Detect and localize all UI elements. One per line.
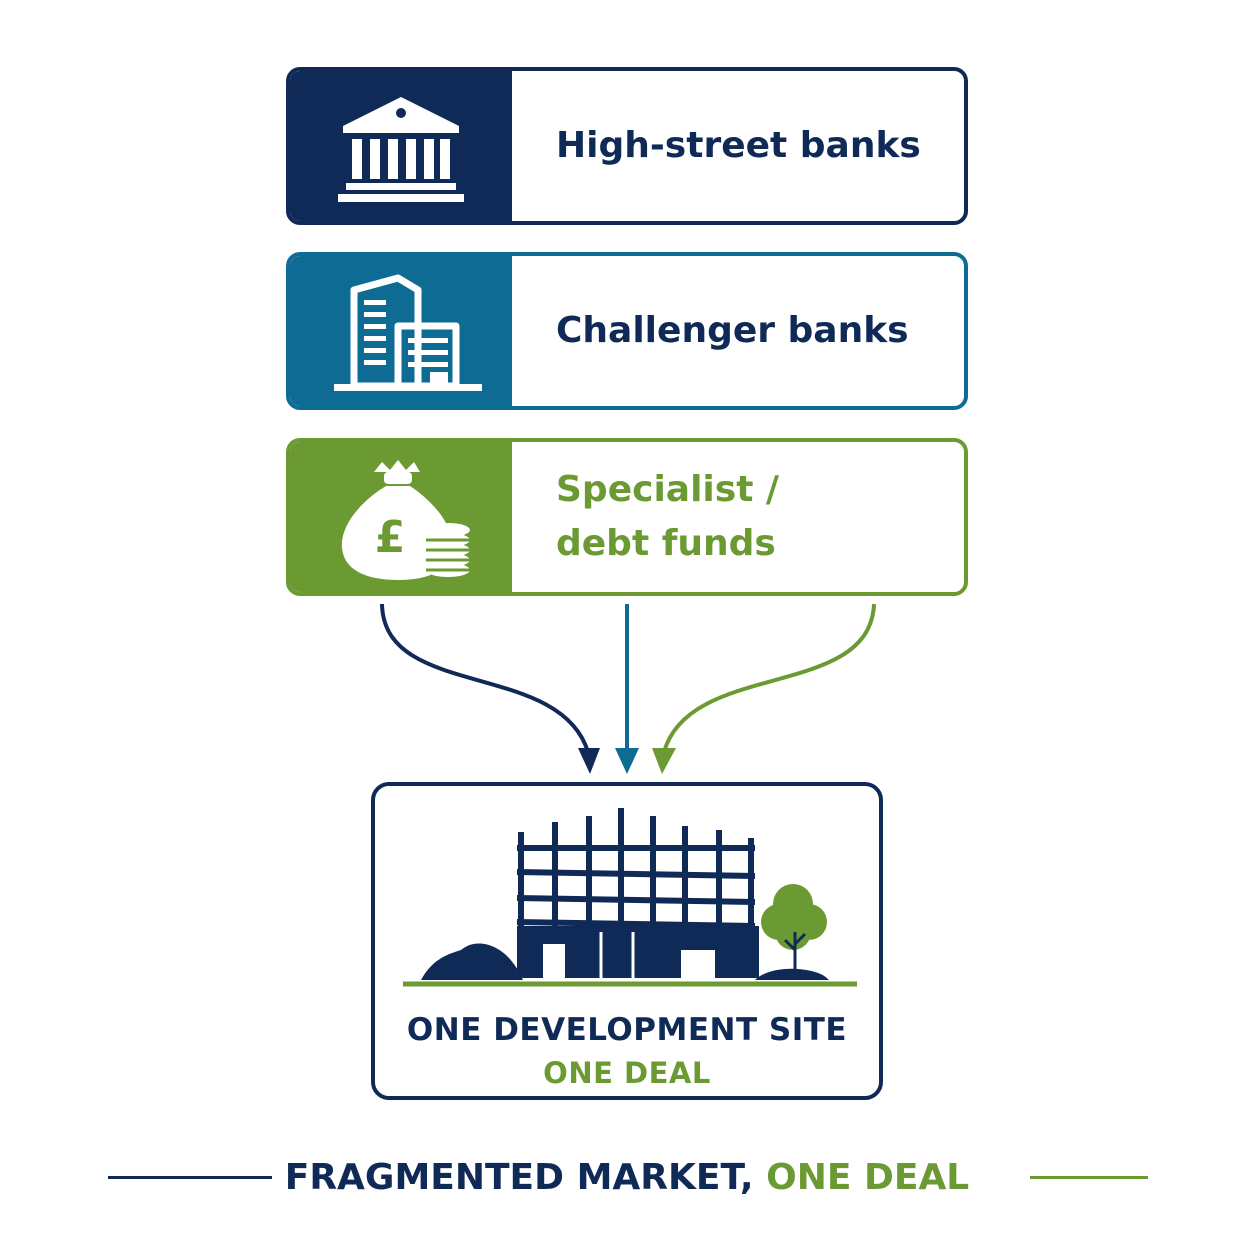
lender-icon-panel: £ (290, 442, 512, 592)
lender-box-specialist-debt-funds: £ Specialist / debt funds (286, 438, 968, 596)
lender-icon-panel (290, 256, 512, 406)
footer-rule-right (1030, 1176, 1148, 1179)
lender-icon-panel (290, 71, 512, 221)
arrow-specialist-debt-funds (662, 603, 876, 753)
lender-box-high-street-banks: High-street banks (286, 67, 968, 225)
arrowhead-navy (578, 748, 600, 774)
lender-label-line-1: Specialist / (556, 469, 780, 510)
lender-label: Challenger banks (556, 310, 909, 351)
bank-icon (338, 97, 464, 202)
lender-label-line-2: debt funds (556, 523, 776, 564)
footer-part-1: FRAGMENTED MARKET, (284, 1157, 754, 1198)
pound-symbol: £ (375, 512, 406, 563)
footer-part-2: ONE DEAL (766, 1157, 970, 1198)
office-buildings-icon (334, 274, 482, 391)
lender-label: High-street banks (556, 125, 921, 166)
lender-label: Specialist / debt funds (556, 442, 944, 592)
lender-box-challenger-banks: Challenger banks (286, 252, 968, 410)
development-site-box: ONE DEVELOPMENT SITE ONE DEAL (371, 782, 883, 1100)
arrow-high-street-banks (380, 603, 590, 753)
construction-site-icon (403, 808, 857, 987)
site-title: ONE DEVELOPMENT SITE (406, 1012, 848, 1048)
footer-rule-left (108, 1176, 272, 1179)
arrowhead-green (652, 748, 676, 774)
footer-tagline: FRAGMENTED MARKET, ONE DEAL (0, 1152, 1254, 1204)
money-bag-pound-icon: £ (341, 460, 470, 580)
arrowhead-teal (615, 748, 639, 774)
site-subtitle: ONE DEAL (543, 1056, 711, 1090)
